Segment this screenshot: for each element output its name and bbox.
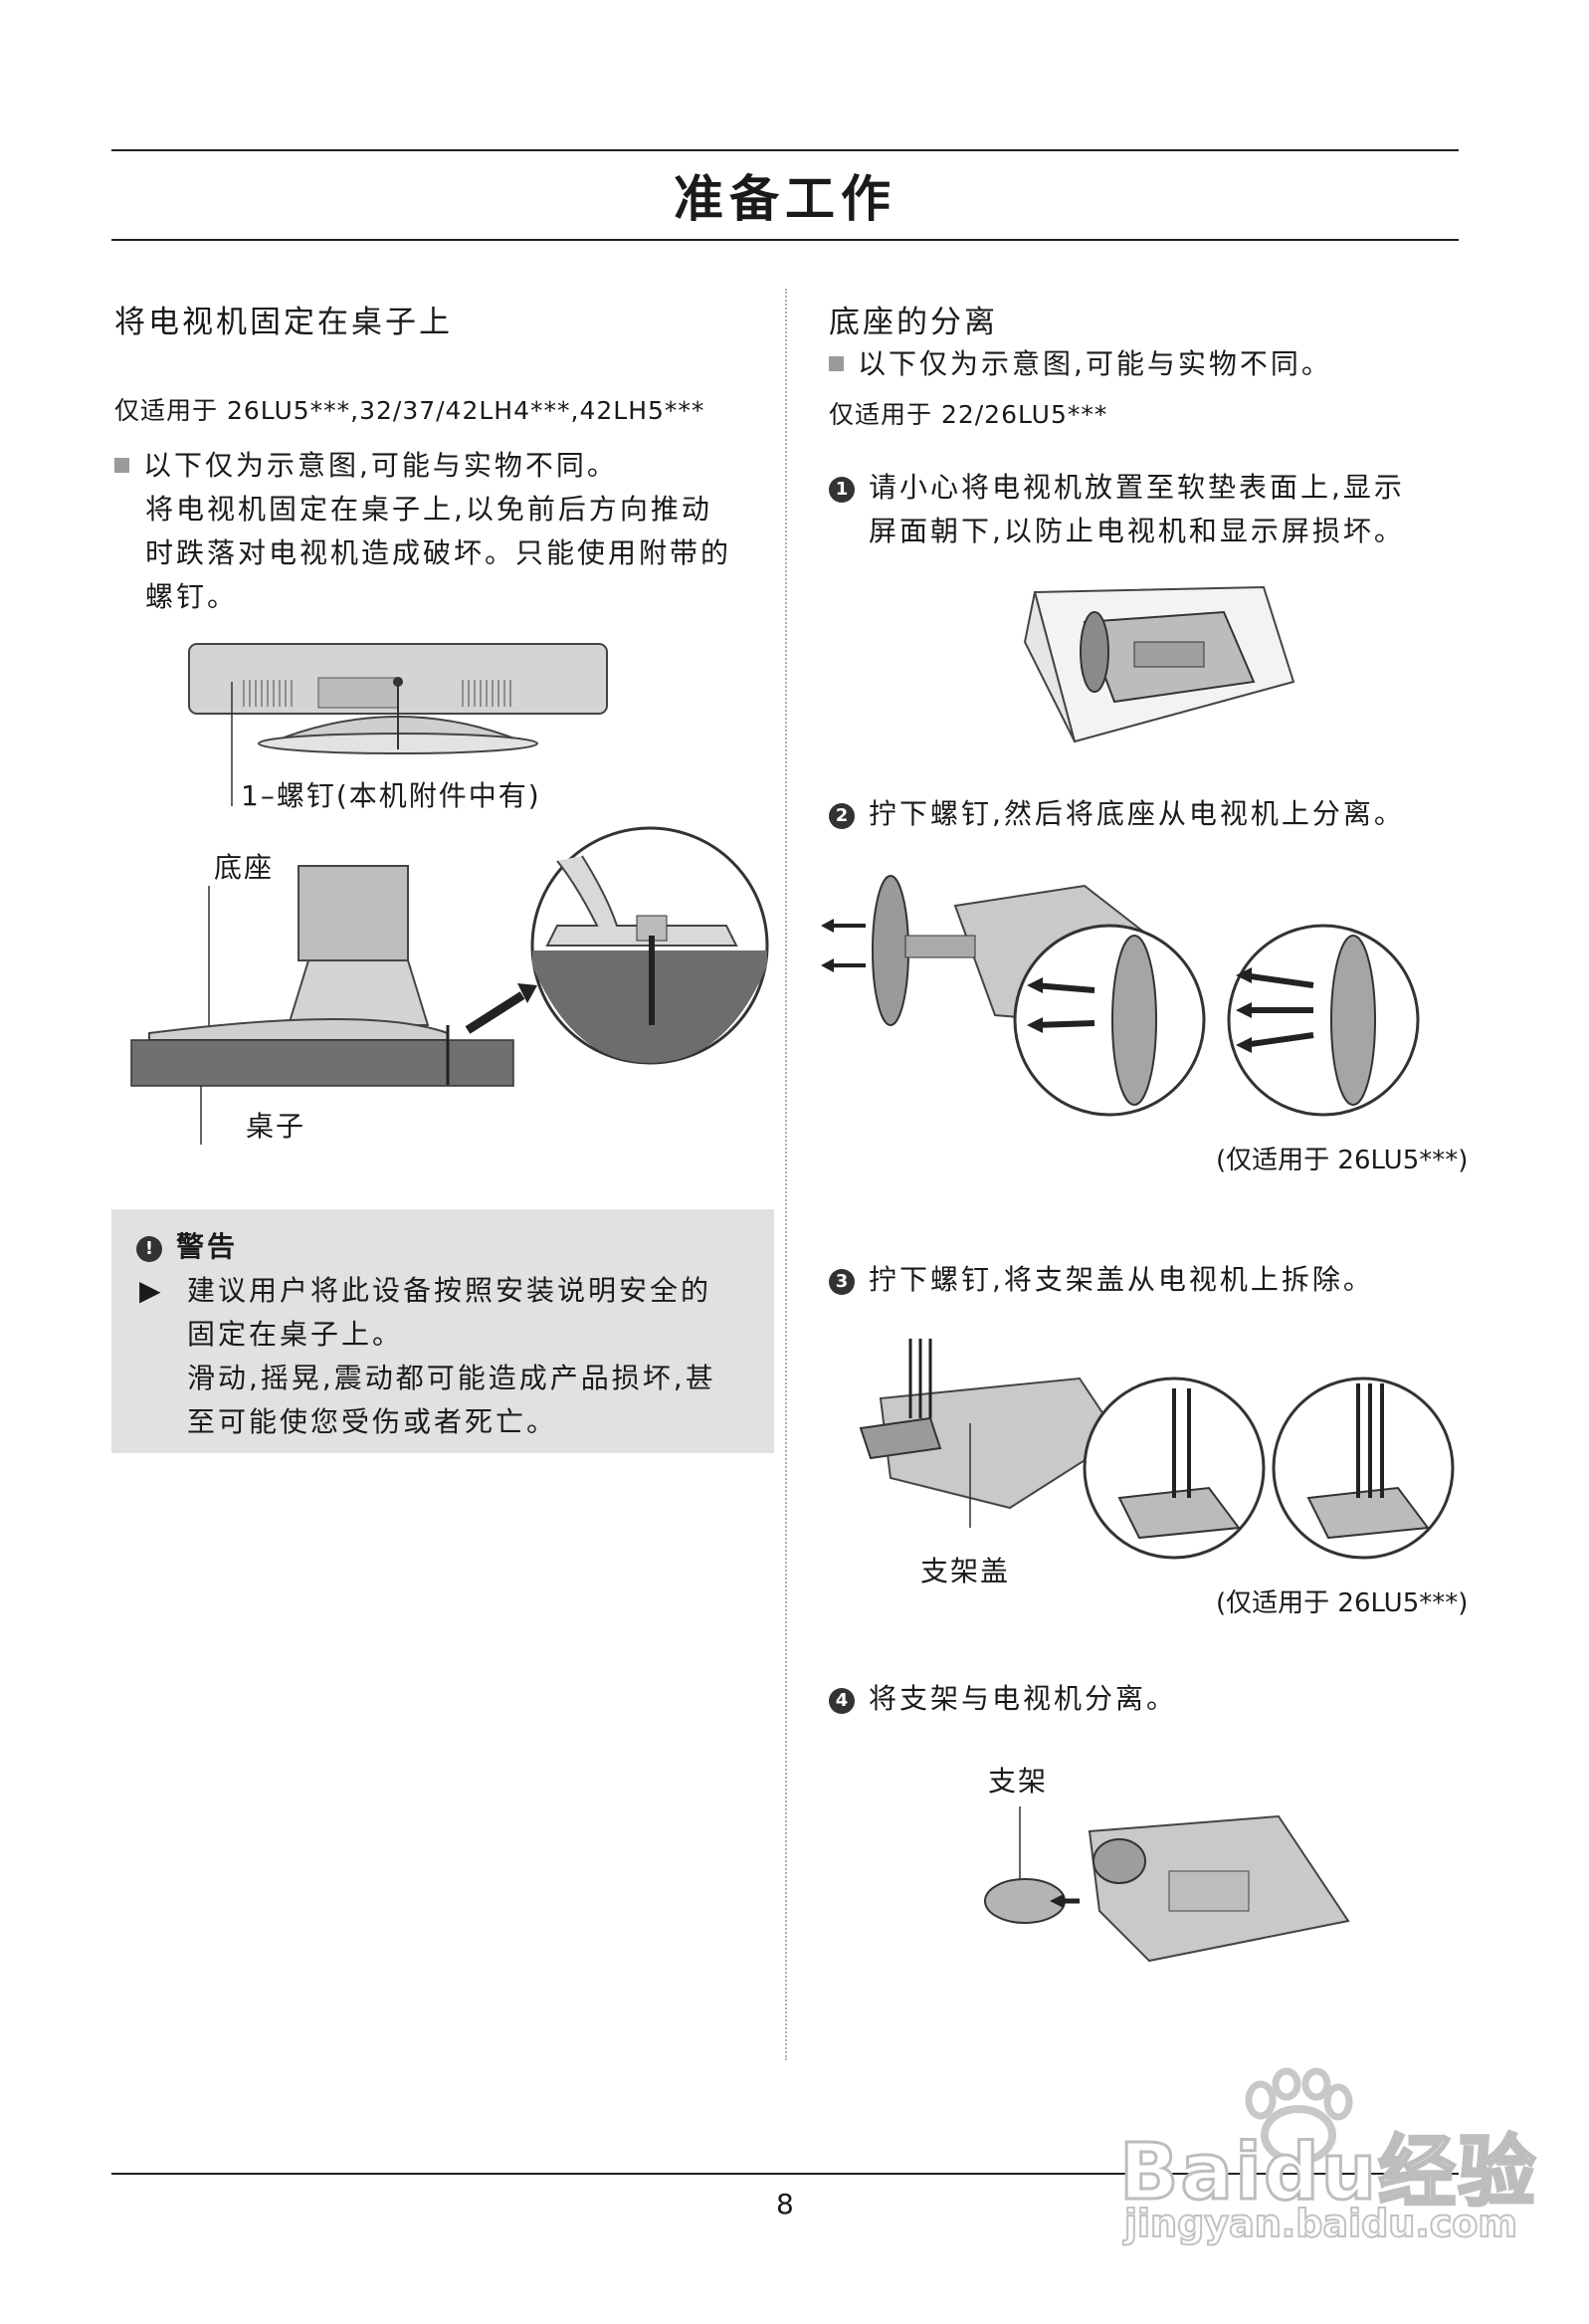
warning-text: 建议用户将此设备按照安装说明安全的 固定在桌子上。 滑动,摇晃,震动都可能造成产… [187,1269,716,1444]
left-note-line: 以下仅为示意图,可能与实物不同。 [114,444,618,488]
step-number-1: 1 [829,477,855,503]
tv-back-illustration [188,643,608,806]
stand-on-desk-illustration [130,826,769,1145]
step-2-note: (仅适用于 26LU5***) [1216,1146,1469,1175]
page-number: 8 [776,2188,794,2220]
warning-line: 滑动,摇晃,震动都可能造成产品损坏,甚 [187,1362,716,1394]
warning-line: 固定在桌子上。 [187,1318,404,1351]
warning-line: 建议用户将此设备按照安装说明安全的 [187,1274,712,1307]
step-3-note: (仅适用于 26LU5***) [1216,1588,1469,1618]
page-title: 准备工作 [674,170,896,228]
label-desk: 桌子 [246,1110,306,1143]
left-paragraph: 将电视机固定在桌子上,以免前后方向推动 时跌落对电视机造成破坏。只能使用附带的 … [145,488,731,619]
label-screw: 1–螺钉(本机附件中有) [241,779,541,812]
remove-base-illustration [821,875,1420,1117]
paw-logo-icon [1245,2067,1353,2165]
warning-box: !警告 ▶ 建议用户将此设备按照安装说明安全的 固定在桌子上。 滑动,摇晃,震动… [111,1209,774,1453]
paragraph-line: 螺钉。 [145,580,239,613]
column-divider [785,289,787,2060]
title-rule [111,239,1459,241]
bullet-square-icon [114,458,129,473]
warning-title: !警告 [136,1225,238,1269]
watermark-url: jingyan.baidu.com [1123,2201,1518,2246]
right-model-line: 仅适用于 22/26LU5*** [829,400,1108,429]
left-section-heading: 将电视机固定在桌子上 [114,305,453,340]
step-number-4: 4 [829,1688,855,1714]
paragraph-line: 将电视机固定在桌子上,以免前后方向推动 [145,493,712,526]
bullet-square-icon [829,356,844,371]
top-rule [111,149,1459,151]
remove-stand-cover-illustration [859,1339,1455,1560]
warning-line: 至可能使您受伤或者死亡。 [187,1405,558,1438]
label-stand: 支架 [988,1765,1049,1797]
tv-on-cushion-illustration [1023,585,1295,743]
exclamation-icon: ! [136,1236,162,1262]
label-base: 底座 [214,851,275,884]
left-model-line: 仅适用于 26LU5***,32/37/42LH4***,42LH5*** [114,396,705,425]
separate-stand-illustration [984,1806,1350,1963]
watermark-brand: Baidu经验 [1117,2127,1538,2219]
right-section-heading: 底座的分离 [829,305,998,340]
step-number-3: 3 [829,1269,855,1295]
warning-bullet-icon: ▶ [139,1274,164,1307]
label-stand-cover: 支架盖 [920,1555,1011,1587]
bottom-rule [111,2173,1459,2175]
paragraph-line: 时跌落对电视机造成破坏。只能使用附带的 [145,536,732,569]
step-number-2: 2 [829,803,855,829]
right-note-line: 以下仅为示意图,可能与实物不同。 [829,342,1332,386]
